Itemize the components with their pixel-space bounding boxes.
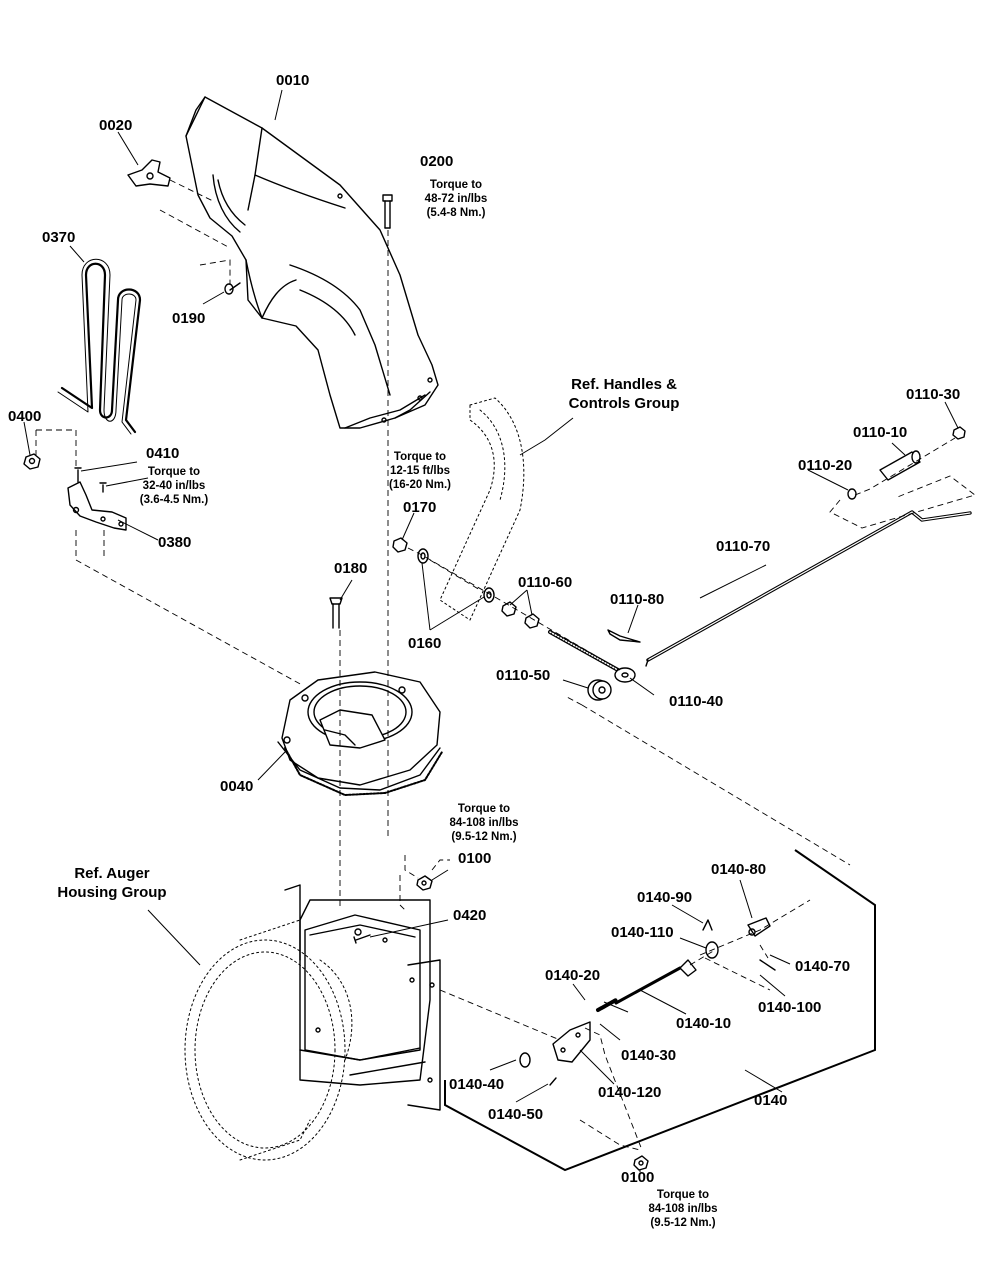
label-0110-10: 0110-10 <box>853 424 908 441</box>
group-bracket-0140 <box>444 849 876 1172</box>
label-0110-30: 0110-30 <box>906 386 961 403</box>
label-0420: 0420 <box>453 907 487 924</box>
label-0140-120: 0140-120 <box>598 1084 662 1101</box>
label-0380: 0380 <box>158 534 192 551</box>
nut-0100-bottom <box>633 1155 649 1171</box>
label-0140-30: 0140-30 <box>621 1047 677 1064</box>
auger-ref <box>184 919 353 1161</box>
label-0100-bottom: 0100 <box>621 1169 655 1186</box>
nut-0110-60 <box>501 601 540 629</box>
label-0400: 0400 <box>8 408 42 425</box>
label-0110-80: 0110-80 <box>610 591 665 608</box>
label-0100-top: 0100 <box>458 850 492 867</box>
label-0110-70: 0110-70 <box>716 538 771 555</box>
label-0140-110: 0140-110 <box>611 924 674 941</box>
label-0140-50: 0140-50 <box>488 1106 544 1123</box>
label-0140-80: 0140-80 <box>711 861 767 878</box>
label-0110-60: 0110-60 <box>518 574 573 591</box>
label-0140-90: 0140-90 <box>637 889 693 906</box>
bolt-0420 <box>353 934 371 944</box>
leader-lines <box>23 89 959 1172</box>
label-0180: 0180 <box>334 560 368 577</box>
label-0160: 0160 <box>408 635 442 652</box>
spacer-0110-50 <box>587 679 612 701</box>
cotter-pin-0110-80 <box>607 629 641 643</box>
ref-handles-controls: Ref. Handles &Controls Group <box>568 376 680 412</box>
label-0140-70: 0140-70 <box>795 958 851 975</box>
label-0010: 0010 <box>276 72 310 89</box>
label-0110-20: 0110-20 <box>798 457 853 474</box>
label-0370: 0370 <box>42 229 76 246</box>
label-0110-40: 0110-40 <box>669 693 724 710</box>
nut-0400 <box>23 453 41 470</box>
screw-0190 <box>224 282 241 295</box>
wire-0370 <box>57 258 142 435</box>
ring-0040 <box>277 671 443 796</box>
grip-0110-10 <box>879 450 921 481</box>
crank-rod-0110-70 <box>645 510 972 667</box>
label-0020: 0020 <box>99 117 133 134</box>
bracket-0380 <box>67 467 127 531</box>
washer-0110-20 <box>847 488 857 500</box>
bolt-0180 <box>329 597 343 629</box>
label-0140-100: 0140-100 <box>758 999 822 1016</box>
bolt-0200 <box>382 194 393 229</box>
label-0410: 0410 <box>146 445 180 462</box>
handles-ref <box>439 397 525 621</box>
explosion-lines <box>35 179 976 1151</box>
label-0140: 0140 <box>754 1092 788 1109</box>
nut-0170 <box>392 537 408 553</box>
washer-0160 <box>417 548 429 564</box>
housing <box>284 884 441 1111</box>
washer-0160b <box>483 587 495 603</box>
label-0200: 0200 <box>420 153 454 170</box>
knob-part <box>127 159 171 187</box>
label-0110-50: 0110-50 <box>496 667 551 684</box>
label-0040: 0040 <box>220 778 254 795</box>
chute-part <box>185 96 439 429</box>
nut-0110-30 <box>952 426 966 440</box>
label-0190: 0190 <box>172 310 206 327</box>
label-0140-20: 0140-20 <box>545 967 601 984</box>
label-0140-10: 0140-10 <box>676 1015 732 1032</box>
label-0170: 0170 <box>403 499 437 516</box>
label-0140-40: 0140-40 <box>449 1076 505 1093</box>
nut-0100-top <box>416 875 433 891</box>
